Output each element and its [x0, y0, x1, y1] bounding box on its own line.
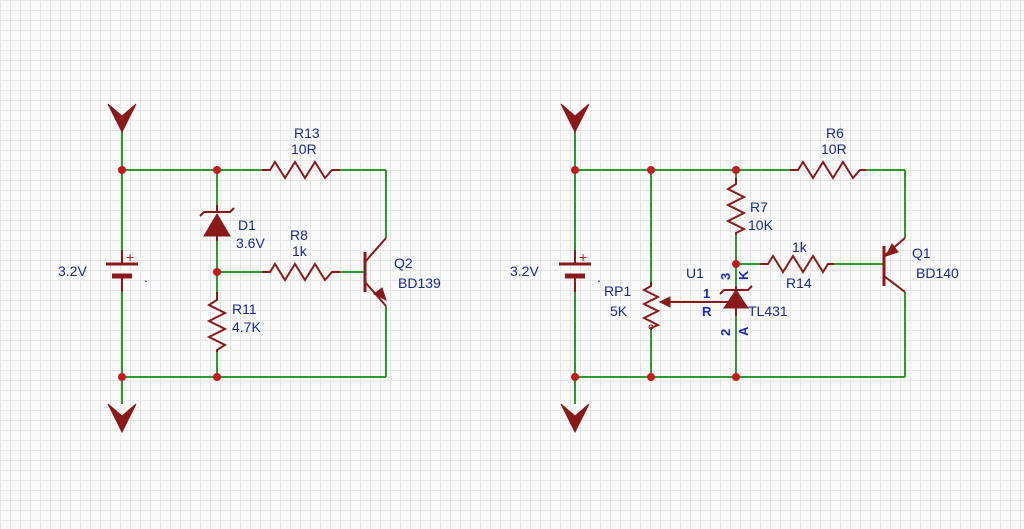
u1-pin3-number: 3	[718, 273, 733, 280]
r6-value: 10R	[821, 141, 847, 157]
u1-pin3-label: K	[736, 270, 751, 280]
left-wires	[121, 128, 387, 404]
q2-value: BD139	[398, 275, 441, 291]
resistor-r8: R8 1k	[262, 227, 340, 282]
battery-right: + . 3.2V	[510, 249, 601, 292]
right-junctions	[571, 166, 740, 381]
left-circuit: + . 3.2V R13 10R D1 3.6V R8 1k R1	[58, 103, 441, 434]
u1-pin2-number: 2	[718, 329, 733, 336]
r14-value: 1k	[792, 239, 808, 255]
battery-value-right: 3.2V	[510, 263, 539, 279]
u1-name: U1	[686, 265, 704, 281]
u1-pin1-label: R	[702, 304, 712, 319]
r8-name: R8	[290, 227, 308, 243]
resistor-r14: 1k R14	[760, 239, 834, 291]
battery-dot-right: .	[597, 269, 601, 285]
zener-d1: D1 3.6V	[199, 205, 265, 251]
q2-name: Q2	[394, 255, 413, 271]
d1-name: D1	[238, 217, 256, 233]
transistor-q2: Q2 BD139	[363, 237, 441, 307]
resistor-r7: R7 10K	[725, 178, 774, 235]
r7-value: 10K	[748, 217, 774, 233]
d1-value: 3.6V	[236, 235, 265, 251]
r13-name: R13	[294, 125, 320, 141]
resistor-r6: R6 10R	[790, 125, 866, 180]
r14-name: R14	[786, 275, 812, 291]
u1-pin1-number: 1	[703, 286, 710, 301]
shunt-reference-u1: U1 TL431 1 R 2 A 3 K	[686, 265, 788, 336]
resistor-r13: R13 10R	[262, 125, 340, 180]
u1-pin2-label: A	[736, 326, 751, 336]
battery-plus-left: +	[126, 249, 134, 265]
r8-value: 1k	[292, 243, 308, 259]
potentiometer-rp1: RP1 5K	[604, 282, 724, 330]
r11-name: R11	[232, 301, 257, 317]
r7-name: R7	[750, 199, 768, 215]
ground-arrow-bottom-left	[107, 403, 137, 434]
battery-dot-left: .	[144, 269, 148, 285]
rp1-name: RP1	[604, 283, 631, 299]
supply-arrow-top-right	[560, 103, 590, 134]
q1-value: BD140	[916, 265, 959, 281]
battery-value-left: 3.2V	[58, 263, 87, 279]
r11-value: 4.7K	[232, 319, 261, 335]
q1-name: Q1	[912, 245, 931, 261]
right-circuit: + . 3.2V R6 10R R7 10K 1k R14 RP1	[510, 103, 959, 434]
u1-value: TL431	[748, 303, 788, 319]
left-junctions	[118, 166, 221, 381]
ground-arrow-bottom-right	[560, 403, 590, 434]
battery-left: + . 3.2V	[58, 249, 148, 292]
r6-name: R6	[826, 125, 844, 141]
battery-plus-right: +	[579, 249, 587, 265]
transistor-q1: Q1 BD140	[882, 237, 959, 293]
right-wires	[574, 128, 906, 404]
rp1-value: 5K	[610, 303, 628, 319]
supply-arrow-top-left	[107, 103, 137, 134]
resistor-r11: R11 4.7K	[206, 292, 261, 352]
r13-value: 10R	[291, 141, 317, 157]
